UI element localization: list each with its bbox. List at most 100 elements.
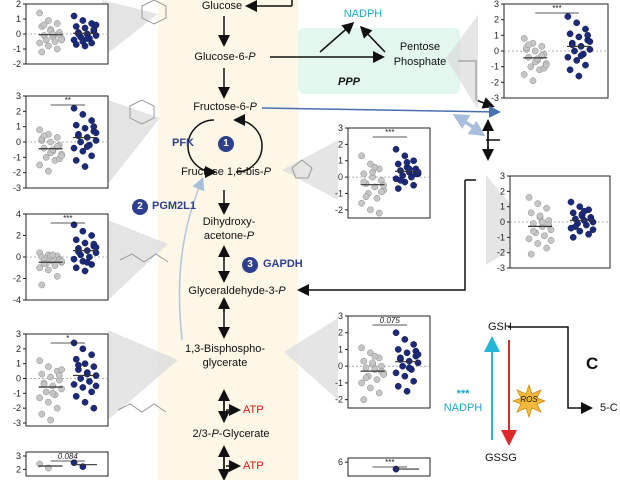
y-tick-label: 0	[494, 46, 499, 56]
y-tick-label: 1	[16, 359, 21, 369]
data-point	[403, 159, 411, 166]
data-point	[75, 248, 82, 255]
data-point	[569, 209, 577, 217]
y-tick-label: 3	[338, 312, 343, 321]
data-point	[360, 357, 368, 365]
data-point	[371, 352, 379, 360]
cross-arrows	[178, 105, 501, 341]
metabolite-glucose-6-p: Glucose-6-P	[194, 51, 255, 63]
data-point	[53, 273, 61, 280]
metabolite-phosphate: Phosphate	[393, 56, 447, 68]
y-tick-label: 3	[16, 92, 21, 101]
y-tick-label: 1	[338, 344, 343, 354]
data-point	[534, 55, 541, 63]
data-point	[371, 183, 379, 191]
data-point	[414, 168, 422, 176]
data-point	[371, 163, 379, 171]
data-point	[49, 30, 57, 38]
data-point	[543, 204, 550, 212]
significance-label: 0.084	[58, 452, 79, 461]
data-point	[58, 36, 65, 44]
data-point	[92, 129, 100, 137]
data-point	[572, 223, 579, 230]
atp-label-1: ATP	[243, 404, 264, 416]
data-point	[547, 237, 555, 244]
y-tick-label: -2	[497, 248, 505, 258]
data-point	[79, 384, 87, 391]
data-point	[45, 266, 52, 274]
data-point	[81, 124, 89, 132]
data-point	[401, 336, 409, 343]
data-point	[358, 199, 365, 207]
y-tick-label: -2	[13, 403, 21, 413]
data-point	[40, 144, 48, 152]
ros-burst-icon	[512, 384, 546, 418]
data-point	[79, 17, 87, 24]
data-point	[53, 20, 61, 27]
data-point	[70, 144, 78, 152]
metabolite-gssg: GSSG	[485, 452, 517, 464]
data-point	[541, 232, 548, 240]
badge-1: 1	[218, 136, 234, 152]
data-point	[70, 381, 78, 388]
glucose6p-prefix: Glucose-6-	[194, 51, 249, 63]
data-point	[92, 137, 100, 144]
data-point	[81, 398, 89, 406]
data-point	[567, 198, 575, 206]
metabolite-fructose-6-p: Fructose-6-P	[193, 101, 257, 113]
y-tick-label: 0	[16, 29, 21, 39]
data-point	[392, 369, 400, 377]
metabolite-fructose-16-bp: Fructose 1,6-bis-P	[181, 166, 271, 178]
data-point	[401, 152, 409, 160]
y-tick-label: 3	[494, 0, 499, 9]
data-point	[47, 416, 54, 424]
pg-suffix: -Glycerate	[218, 428, 270, 440]
data-point	[58, 152, 65, 160]
data-point	[83, 143, 91, 150]
data-point	[40, 21, 48, 29]
data-point	[392, 329, 400, 337]
y-tick-label: 0	[16, 252, 21, 262]
data-point	[530, 227, 537, 235]
data-point	[72, 23, 80, 30]
y-tick-label: 0	[338, 361, 343, 371]
fructose6p-p: P	[249, 101, 257, 113]
data-point	[394, 346, 402, 353]
data-point	[362, 374, 370, 382]
data-point	[72, 121, 80, 129]
data-point	[45, 363, 52, 370]
y-tick-label: 0	[16, 374, 21, 384]
y-tick-label: -3	[497, 263, 505, 272]
data-point	[527, 250, 535, 258]
data-point	[580, 207, 588, 215]
data-point	[70, 104, 78, 112]
data-point	[410, 341, 417, 348]
data-point	[53, 134, 61, 141]
data-point	[399, 362, 406, 370]
data-point	[360, 396, 368, 403]
pg-prefix: 2/3-	[192, 428, 212, 440]
data-point	[573, 57, 581, 64]
data-point	[536, 212, 544, 220]
data-point	[49, 382, 57, 390]
data-point	[92, 21, 100, 29]
significance-label: *	[66, 334, 69, 343]
y-tick-label: -1	[13, 44, 21, 54]
y-tick-label: 1	[16, 122, 21, 132]
significance-label: ***	[385, 458, 394, 467]
glutathione-arrows	[484, 326, 593, 446]
data-point	[81, 267, 89, 275]
scatter-plot-1: 210-1-2	[13, 0, 109, 68]
data-point	[543, 244, 550, 252]
data-point	[367, 206, 374, 214]
data-point	[47, 138, 54, 146]
data-point	[36, 39, 43, 47]
data-point	[72, 264, 80, 272]
significance-label: 0.075	[380, 316, 401, 325]
y-tick-label: 1	[494, 30, 499, 40]
metabolite-gsh: GSH	[488, 321, 512, 333]
data-point	[77, 375, 84, 382]
data-point	[79, 147, 87, 155]
data-point	[586, 46, 594, 53]
